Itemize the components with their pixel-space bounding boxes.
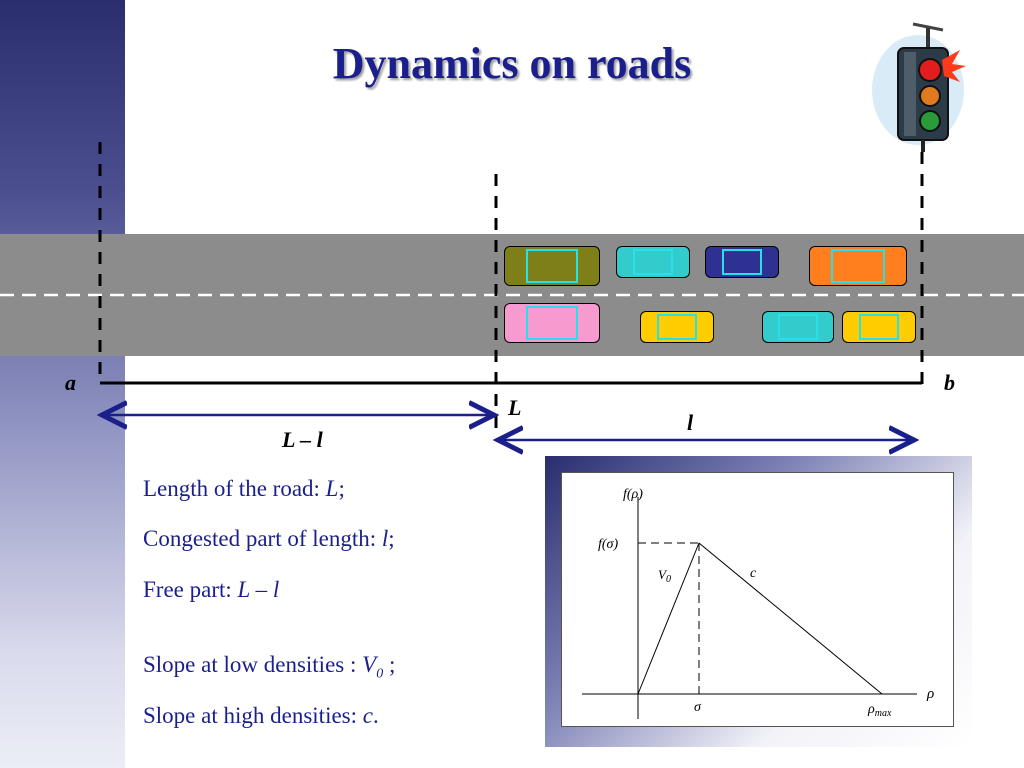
rho-symbol: ρ xyxy=(867,702,875,717)
slope-right-line xyxy=(698,542,883,695)
v-symbol: V xyxy=(658,567,668,582)
label-L: L xyxy=(508,395,522,420)
label-b: b xyxy=(944,370,955,395)
plot-x-label: ρ xyxy=(926,686,934,702)
info-end: ; xyxy=(383,652,396,677)
plot-rho-max-label: ρmax xyxy=(867,702,892,719)
info-road-length: Length of the road: L; xyxy=(143,476,345,502)
plot-sigma-label: σ xyxy=(694,700,702,715)
car-cabin xyxy=(525,249,579,283)
plot-slope-right-label: c xyxy=(750,566,757,581)
info-end: ; xyxy=(388,526,395,551)
info-var: L xyxy=(325,476,339,501)
info-end: ; xyxy=(338,476,345,501)
info-slope-low: Slope at low densities : V0 ; xyxy=(143,652,395,683)
car-cabin xyxy=(721,249,763,275)
plot-peak-label: f(σ) xyxy=(598,537,618,552)
car-cabin xyxy=(525,306,579,340)
info-text: Length of the road: xyxy=(143,476,326,501)
fundamental-diagram: f(ρ) f(σ) ρ σ ρmax V0 c xyxy=(582,487,934,719)
label-L-minus-l: L – l xyxy=(282,427,323,452)
info-slope-high: Slope at high densities: c. xyxy=(143,703,379,729)
car-cabin xyxy=(831,249,885,283)
car-yellow-1 xyxy=(640,311,714,343)
info-text: Congested part of length: xyxy=(143,526,382,551)
slope-left-line xyxy=(637,542,700,695)
info-var: l xyxy=(381,526,389,551)
info-var: c xyxy=(362,703,373,728)
info-text: Slope at high densities: xyxy=(143,703,363,728)
label-a: a xyxy=(65,370,76,395)
car-olive xyxy=(504,246,600,286)
info-end: . xyxy=(372,703,379,728)
plot-slope-left-label: V0 xyxy=(658,567,671,585)
info-text: Slope at low densities : xyxy=(143,652,363,677)
info-text: Free part: xyxy=(143,577,238,602)
car-yellow-2 xyxy=(842,311,916,343)
info-var: L – l xyxy=(237,577,280,602)
info-var: V xyxy=(362,652,377,677)
label-l: l xyxy=(687,410,694,435)
car-navy xyxy=(705,246,779,278)
car-cyan-top xyxy=(616,246,690,278)
info-congested-length: Congested part of length: l; xyxy=(143,526,395,552)
plot-frame: f(ρ) f(σ) ρ σ ρmax V0 c xyxy=(545,456,972,747)
car-orange xyxy=(809,246,907,286)
car-cabin xyxy=(858,314,900,340)
v-sub: 0 xyxy=(666,574,671,585)
plot-panel: f(ρ) f(σ) ρ σ ρmax V0 c xyxy=(561,472,954,727)
plot-y-label: f(ρ) xyxy=(623,487,643,502)
info-free-part: Free part: L – l xyxy=(143,577,279,603)
car-pink xyxy=(504,303,600,343)
traffic-light-icon xyxy=(872,22,966,152)
slide-title: Dynamics on roads xyxy=(332,39,692,88)
car-cabin xyxy=(632,249,674,275)
car-cabin xyxy=(778,314,818,340)
car-cabin xyxy=(656,314,698,340)
car-cyan-bottom xyxy=(762,311,834,343)
rho-max-sub: max xyxy=(875,708,892,719)
info-sub: 0 xyxy=(376,666,384,682)
